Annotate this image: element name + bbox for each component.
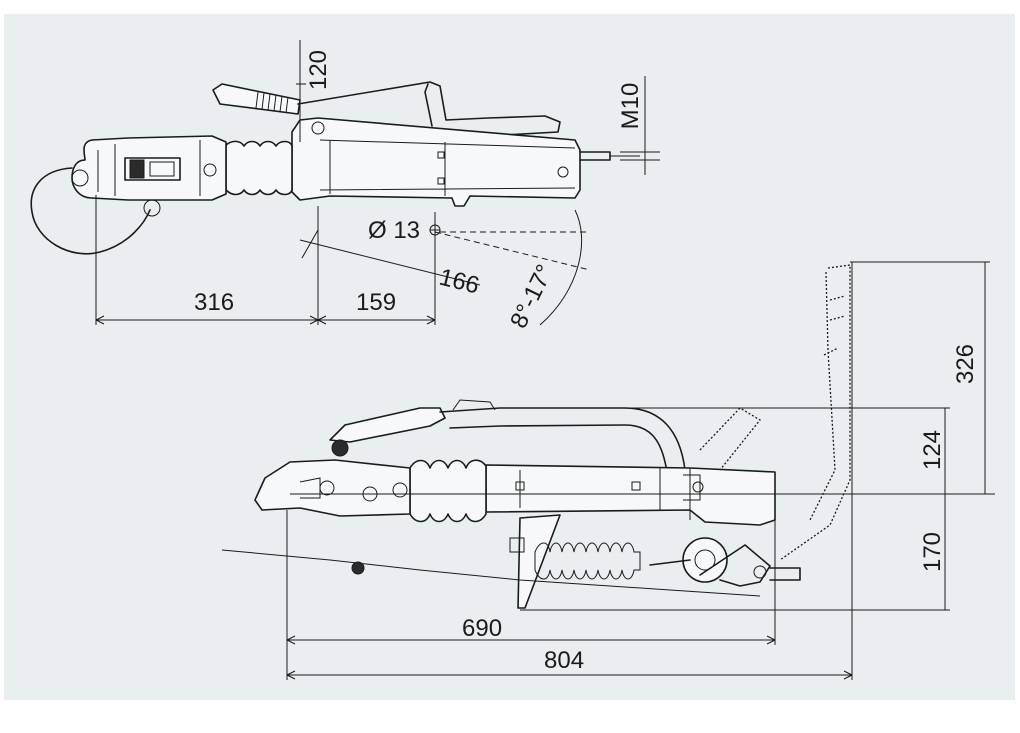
top-view-dimensions bbox=[95, 40, 660, 326]
dim-label-120: 120 bbox=[305, 50, 332, 90]
dim-label-316: 316 bbox=[194, 289, 234, 316]
dim-label-angle: 8°-17° bbox=[505, 260, 559, 332]
dim-label-hole-diameter: Ø 13 bbox=[368, 217, 420, 244]
dim-label-804: 804 bbox=[544, 647, 584, 674]
dim-label-326: 326 bbox=[952, 344, 979, 384]
dim-label-159: 159 bbox=[356, 289, 396, 316]
side-view-dimensions bbox=[286, 261, 995, 680]
dim-label-170: 170 bbox=[919, 532, 946, 572]
dim-label-124: 124 bbox=[919, 430, 946, 470]
dim-label-166: 166 bbox=[437, 264, 482, 300]
dim-label-690: 690 bbox=[462, 615, 502, 642]
top-view-coupling bbox=[30, 81, 640, 255]
drawing-panel bbox=[4, 14, 1015, 700]
dim-label-m10: M10 bbox=[617, 83, 644, 130]
side-view-coupling bbox=[221, 264, 851, 609]
